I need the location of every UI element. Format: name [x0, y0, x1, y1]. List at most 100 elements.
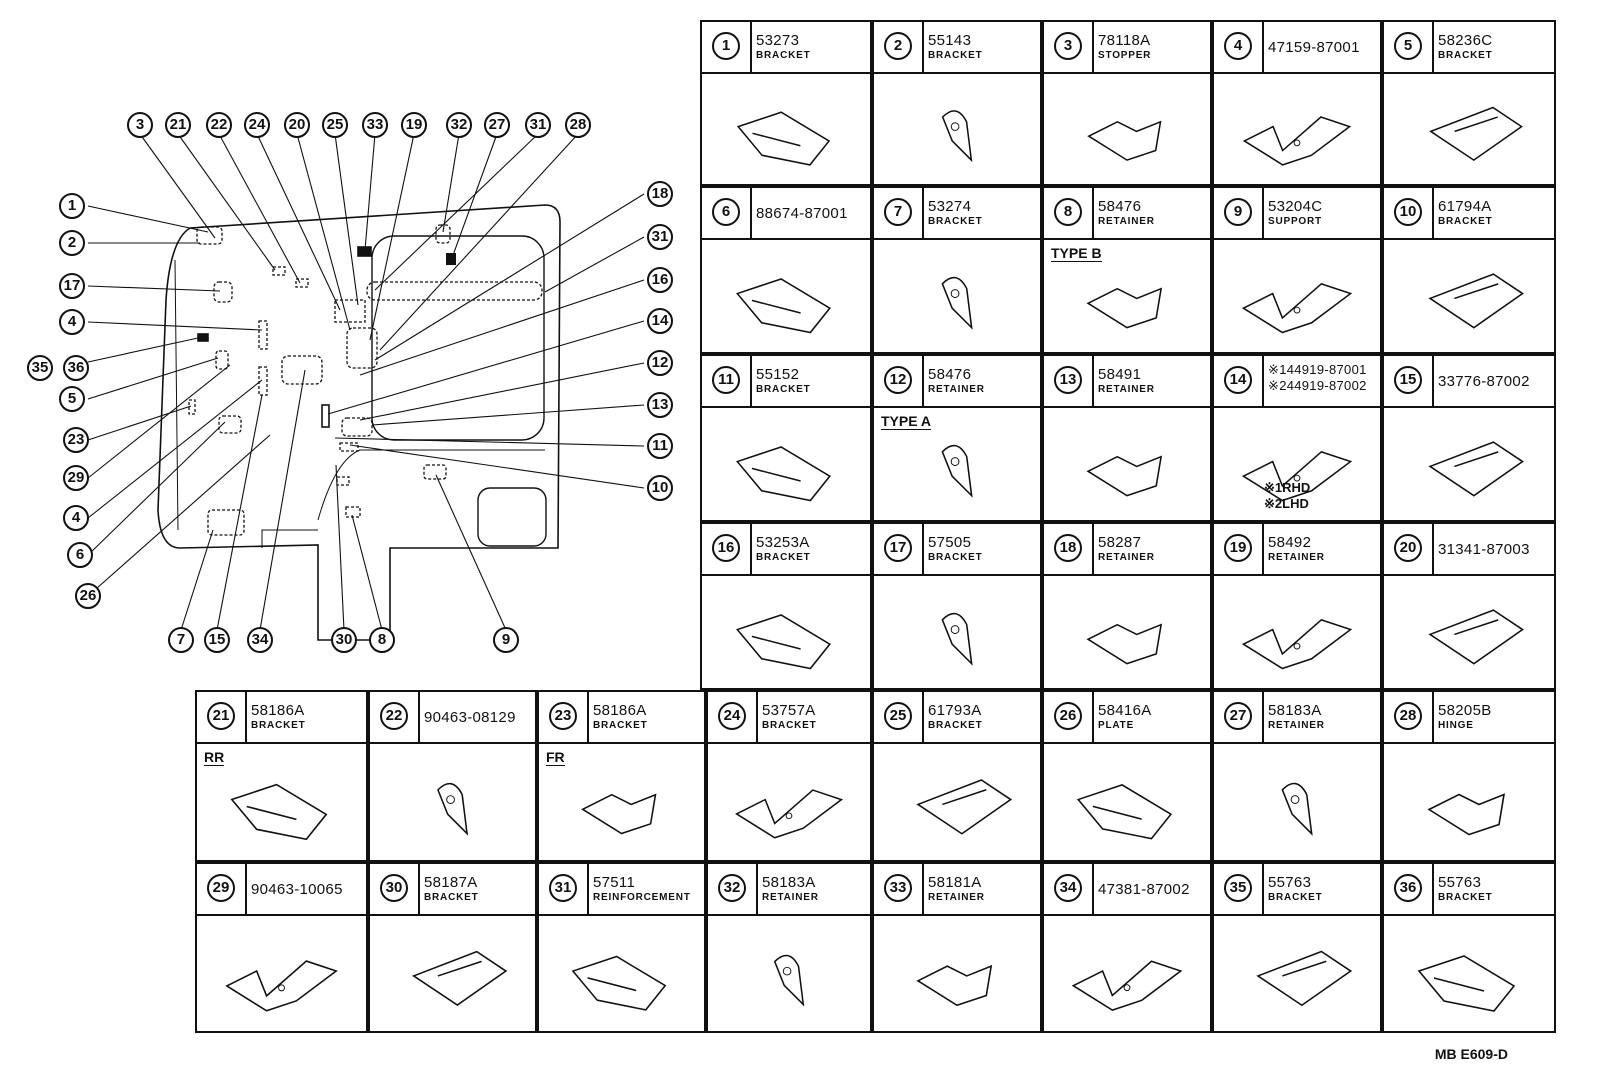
- part-number-box: 11: [702, 356, 752, 406]
- part-illustration: [708, 744, 870, 860]
- diagram-callout: 34: [247, 627, 273, 653]
- part-name: BRACKET: [928, 50, 983, 61]
- diagram-callout: 23: [63, 427, 89, 453]
- diagram-callout: 26: [75, 583, 101, 609]
- part-number-box: 14: [1214, 356, 1264, 406]
- part-illustration: [1214, 240, 1380, 352]
- part-number-box: 16: [702, 524, 752, 574]
- part-name: BRACKET: [1438, 50, 1493, 61]
- part-ref-number: 4: [1224, 32, 1252, 60]
- part-ref-number: 9: [1224, 198, 1252, 226]
- part-code: 55152: [756, 366, 800, 383]
- part-illustration: [874, 240, 1040, 352]
- part-illustration: [1214, 744, 1380, 860]
- part-name: RETAINER: [762, 892, 819, 903]
- part-name: RETAINER: [1098, 216, 1155, 227]
- part-ref-number: 13: [1054, 366, 1082, 394]
- part-variant-note: TYPE B: [1051, 245, 1102, 262]
- part-name: BRACKET: [251, 720, 306, 731]
- part-ref-number: 33: [884, 874, 912, 902]
- part-code: 55763: [1438, 874, 1482, 891]
- footnote-lhd: ※2LHD: [1264, 496, 1309, 511]
- diagram-callout: 16: [647, 267, 673, 293]
- part-code: 58491: [1098, 366, 1142, 383]
- part-code: 53253A: [756, 534, 810, 551]
- part-name: BRACKET: [1268, 892, 1323, 903]
- part-ref-number: 25: [884, 702, 912, 730]
- part-number-box: 31: [539, 864, 589, 914]
- part-code: 58205B: [1438, 702, 1492, 719]
- part-name: RETAINER: [1268, 720, 1325, 731]
- diagram-callout: 24: [244, 112, 270, 138]
- diagram-callout: 6: [67, 542, 93, 568]
- diagram-callout: 13: [647, 392, 673, 418]
- part-number-box: 13: [1044, 356, 1094, 406]
- drawing-code: MB E609-D: [1434, 1046, 1508, 1062]
- part-number-box: 21: [197, 692, 247, 742]
- part-cell-14: 14※144919-87001※244919-87002※1RHD※2LHD: [1212, 354, 1382, 522]
- part-illustration: [1214, 408, 1380, 520]
- part-variant-note: FR: [546, 749, 565, 766]
- diagram-callout: 18: [647, 181, 673, 207]
- part-code: 58287: [1098, 534, 1142, 551]
- part-code: 53757A: [762, 702, 816, 719]
- part-number-box: 6: [702, 188, 752, 238]
- part-code: 57505: [928, 534, 972, 551]
- part-name: STOPPER: [1098, 50, 1152, 61]
- part-number-box: 32: [708, 864, 758, 914]
- part-illustration: [874, 74, 1040, 184]
- part-code: 53204C: [1268, 198, 1323, 215]
- part-ref-number: 20: [1394, 534, 1422, 562]
- part-code: 58186A: [593, 702, 647, 719]
- part-illustration: [702, 240, 870, 352]
- part-ref-number: 28: [1394, 702, 1422, 730]
- diagram-callout: 10: [647, 475, 673, 501]
- part-ref-number: 12: [884, 366, 912, 394]
- part-number-box: 7: [874, 188, 924, 238]
- part-ref-number: 10: [1394, 198, 1422, 226]
- part-illustration: [1044, 74, 1210, 184]
- part-name: HINGE: [1438, 720, 1474, 731]
- part-cell-header: 14※144919-87001※244919-87002: [1214, 356, 1380, 408]
- part-ref-number: 5: [1394, 32, 1422, 60]
- part-illustration: [1214, 74, 1380, 184]
- part-code: 58492: [1268, 534, 1312, 551]
- diagram-callout: 36: [63, 355, 89, 381]
- part-code: 58183A: [1268, 702, 1322, 719]
- part-code: 55763: [1268, 874, 1312, 891]
- part-ref-number: 35: [1224, 874, 1252, 902]
- diagram-callout: 11: [647, 433, 673, 459]
- window-lower: [477, 487, 547, 547]
- diagram-callout: 5: [59, 386, 85, 412]
- part-ref-number: 18: [1054, 534, 1082, 562]
- part-number-box: 27: [1214, 692, 1264, 742]
- part-ref-number: 22: [380, 702, 408, 730]
